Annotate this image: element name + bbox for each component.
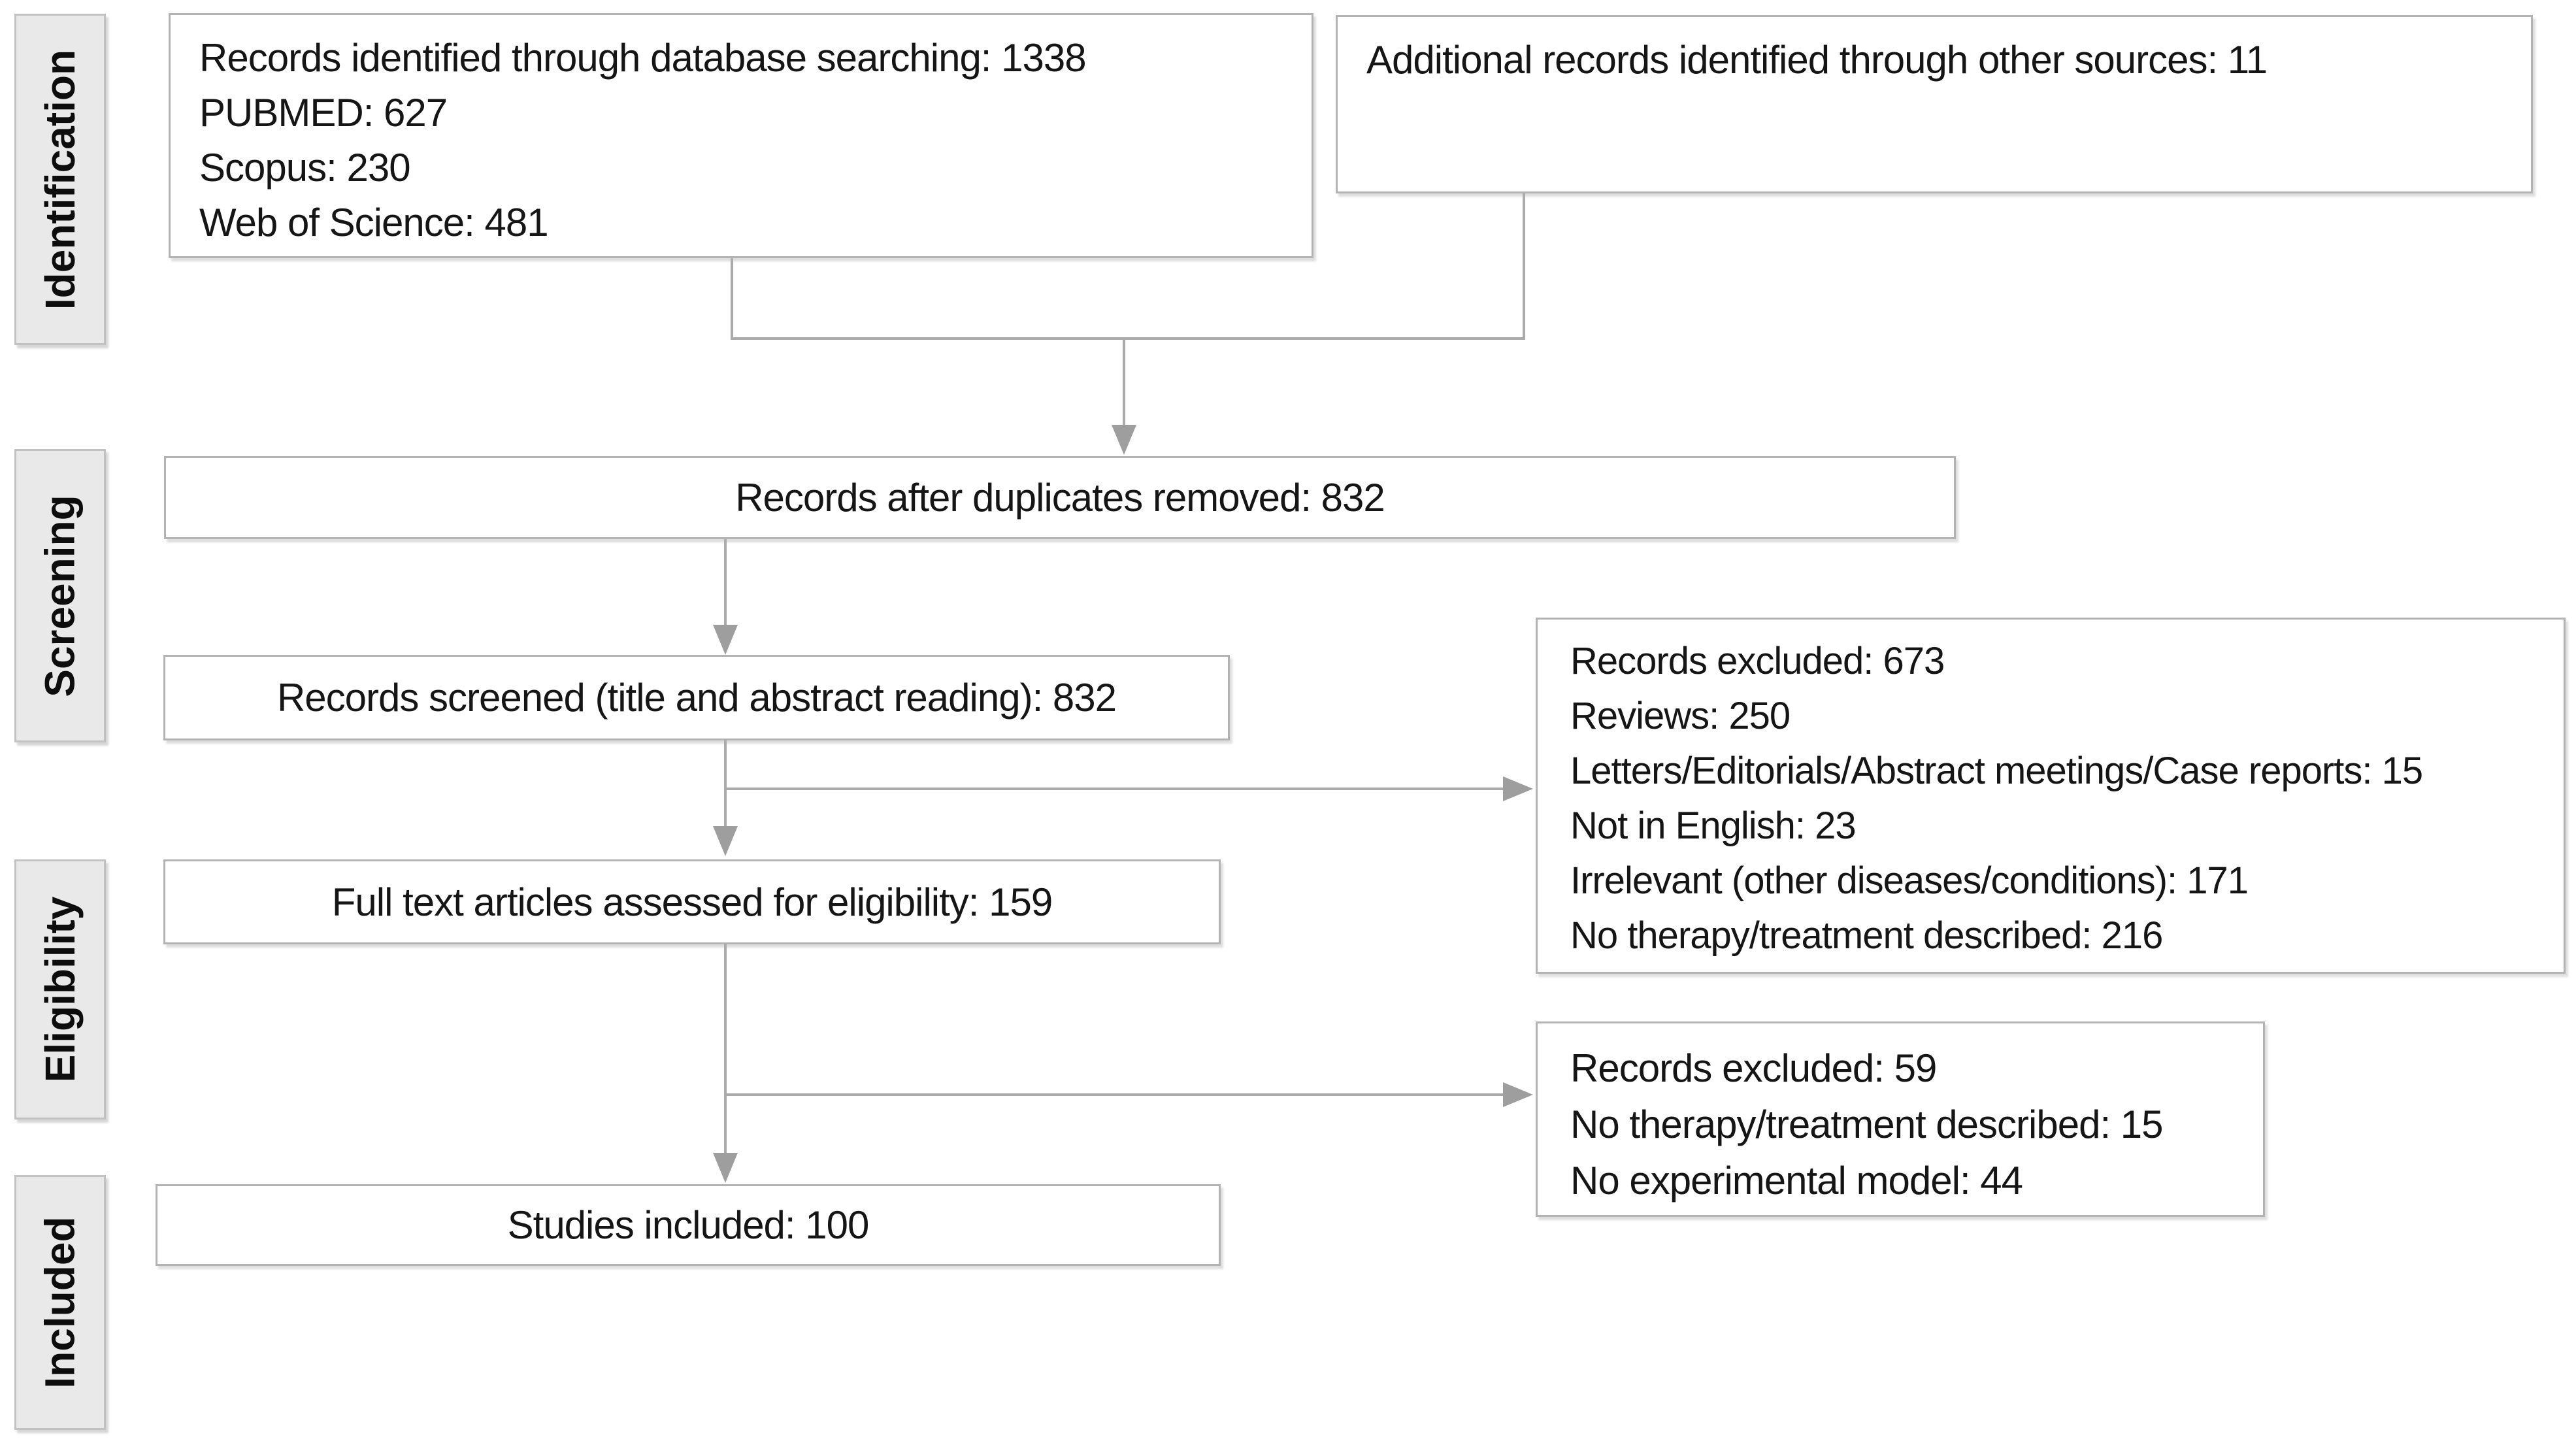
stage-included: Included <box>14 1175 106 1430</box>
connector-othersources-down <box>1523 193 1525 339</box>
box-after-duplicates: Records after duplicates removed: 832 <box>164 456 1956 539</box>
after-duplicates-text: Records after duplicates removed: 832 <box>735 476 1385 520</box>
stage-screening: Screening <box>14 449 106 742</box>
excluded-screening-letters: Letters/Editorials/Abstract meetings/Cas… <box>1570 750 2423 792</box>
arrowhead-into-included <box>713 1153 738 1183</box>
excluded-eligibility-nomodel: No experimental model: 44 <box>1570 1159 2023 1202</box>
excluded-eligibility-total: Records excluded: 59 <box>1570 1046 1937 1090</box>
excluded-screening-language: Not in English: 23 <box>1570 804 1857 847</box>
records-identified-wos: Web of Science: 481 <box>199 201 549 244</box>
records-identified-total: Records identified through database sear… <box>199 36 1087 80</box>
full-text-assessed-text: Full text articles assessed for eligibil… <box>331 880 1053 924</box>
excluded-screening-notherapy: No therapy/treatment described: 216 <box>1570 914 2163 957</box>
connector-branch-excluded-screening <box>724 788 1504 790</box>
connector-to-duplicates <box>1123 337 1125 426</box>
stage-eligibility: Eligibility <box>14 859 106 1120</box>
additional-records-text: Additional records identified through ot… <box>1366 38 2268 82</box>
records-identified-pubmed: PUBMED: 627 <box>199 91 448 135</box>
arrowhead-into-excluded-eligibility <box>1503 1082 1533 1107</box>
box-records-screened: Records screened (title and abstract rea… <box>163 655 1230 740</box>
connector-to-screened <box>724 539 727 626</box>
arrowhead-into-excluded-screening <box>1503 776 1533 801</box>
excluded-screening-irrelevant: Irrelevant (other diseases/conditions): … <box>1570 859 2249 902</box>
box-additional-records: Additional records identified through ot… <box>1336 15 2533 193</box>
box-full-text-assessed: Full text articles assessed for eligibil… <box>163 859 1221 944</box>
box-excluded-eligibility: Records excluded: 59 No therapy/treatmen… <box>1536 1021 2265 1217</box>
arrowhead-into-duplicates <box>1112 425 1136 455</box>
connector-to-included <box>724 1093 727 1154</box>
connector-fulltext-down <box>724 944 727 1095</box>
arrowhead-into-fulltext <box>713 826 738 856</box>
stage-eligibility-label: Eligibility <box>37 896 84 1083</box>
records-identified-scopus: Scopus: 230 <box>199 146 411 190</box>
excluded-screening-total: Records excluded: 673 <box>1570 640 1945 682</box>
excluded-screening-reviews: Reviews: 250 <box>1570 695 1791 737</box>
box-studies-included: Studies included: 100 <box>156 1184 1221 1266</box>
stage-included-label: Included <box>37 1216 84 1389</box>
stage-screening-label: Screening <box>37 494 84 697</box>
records-screened-text: Records screened (title and abstract rea… <box>276 676 1117 720</box>
connector-branch-excluded-eligibility <box>724 1093 1504 1096</box>
excluded-eligibility-notherapy: No therapy/treatment described: 15 <box>1570 1103 2164 1146</box>
connector-merge-horizontal <box>731 337 1525 340</box>
arrowhead-into-screened <box>713 625 738 655</box>
connector-dbsearch-down <box>731 258 733 339</box>
studies-included-text: Studies included: 100 <box>507 1203 870 1247</box>
stage-identification-label: Identification <box>37 49 84 310</box>
box-excluded-screening: Records excluded: 673 Reviews: 250 Lette… <box>1536 618 2566 974</box>
stage-identification: Identification <box>14 14 106 345</box>
connector-screened-down <box>724 740 727 827</box>
box-records-identified: Records identified through database sear… <box>169 13 1313 258</box>
